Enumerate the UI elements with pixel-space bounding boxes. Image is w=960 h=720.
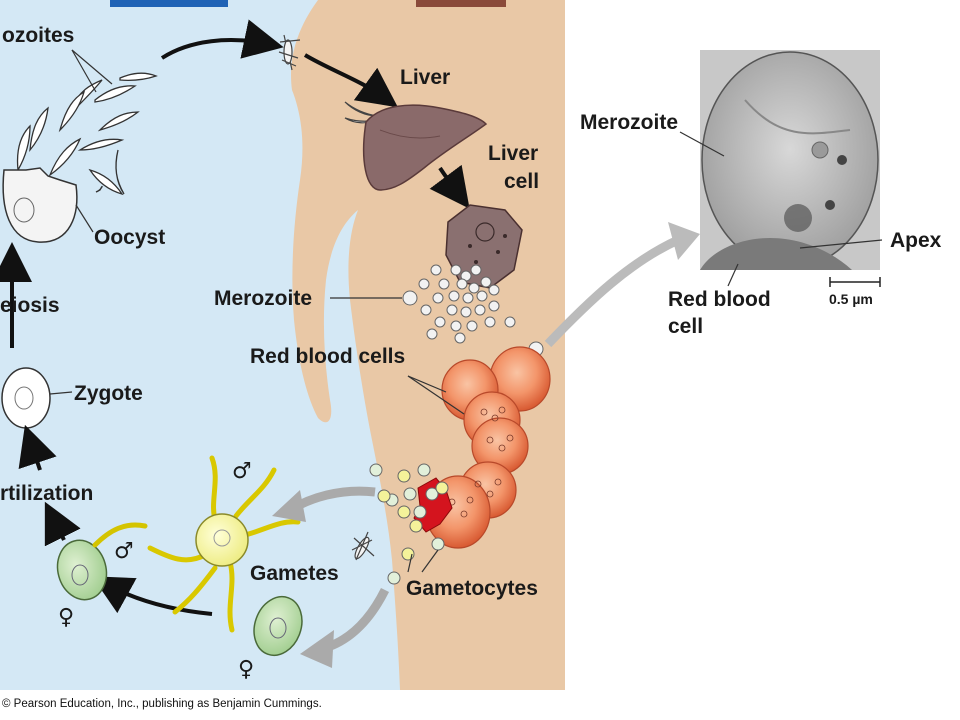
label-liver-cell-line1: Liver <box>488 142 538 165</box>
label-apex: Apex <box>890 229 942 252</box>
micrograph-organelle-5 <box>784 204 812 232</box>
label-sporozoites: ozoites <box>2 24 74 47</box>
micro-merozoite-leader <box>679 131 725 157</box>
copyright-notice: © Pearson Education, Inc., publishing as… <box>2 698 322 710</box>
gray-arrowhead-female <box>300 630 334 668</box>
micrograph-organelle-2 <box>811 141 829 159</box>
arrow-male-gamete-to-female <box>91 576 213 616</box>
label-fertilization: rtilization <box>0 482 93 505</box>
label-red-blood-cell-line1: Red blood <box>668 288 771 311</box>
gametocytes-leader-2 <box>421 549 439 573</box>
label-zygote: Zygote <box>74 382 143 405</box>
mosquito-bottom-icon <box>351 531 375 561</box>
top-bar-blue <box>110 0 228 7</box>
scale-bar-line <box>829 277 881 287</box>
gametocytes-group <box>369 463 449 585</box>
label-red-blood-cell-line2: cell <box>668 315 703 338</box>
label-merozoite: Merozoite <box>214 287 312 310</box>
oocyst <box>2 167 94 243</box>
red-blood-cells <box>425 346 551 549</box>
micro-rbc-leader <box>727 263 739 287</box>
male-symbol-left: ♂ <box>114 539 134 564</box>
arrow-mosquito-to-liver <box>303 53 398 108</box>
liver-organ <box>362 104 488 191</box>
mosquito-top-icon <box>278 34 301 71</box>
male-gamete-body <box>195 513 249 567</box>
gametocytes-leader-1 <box>407 553 413 573</box>
sporozoites-cluster <box>16 72 158 196</box>
gray-arrowhead-gametes <box>272 490 306 522</box>
gray-arrowhead-micrograph <box>668 222 700 260</box>
arrow-liver-to-cell <box>429 164 470 209</box>
merozoites-released <box>402 264 516 344</box>
male-gamete-nucleus <box>213 529 231 547</box>
label-gametes: Gametes <box>250 562 339 585</box>
rbc-leader-2 <box>407 375 465 415</box>
gray-arrow-merozoite-to-micrograph <box>544 235 680 348</box>
sporozoites-leader-2 <box>71 49 113 85</box>
label-micro-merozoite: Merozoite <box>580 111 678 134</box>
female-gamete-left <box>56 522 148 601</box>
arrow-fertilization-to-zygote <box>18 424 57 471</box>
label-gametocytes: Gametocytes <box>406 577 538 600</box>
female-gamete-bottom <box>253 595 303 657</box>
micro-apex-leader <box>799 239 883 249</box>
label-red-blood-cells: Red blood cells <box>250 345 405 368</box>
micrograph-red-blood-cell <box>700 238 852 270</box>
micrograph-organelle-4 <box>825 200 835 210</box>
label-oocyst: Oocyst <box>94 226 165 249</box>
label-liver: Liver <box>400 66 450 89</box>
label-meiosis: eiosis <box>0 294 60 317</box>
zygote <box>1 367 73 429</box>
micrograph-merozoite <box>701 51 879 269</box>
micrograph-organelle-1 <box>744 99 851 135</box>
top-bar-brown <box>416 0 506 7</box>
male-symbol-top: ♂ <box>232 459 252 484</box>
female-symbol-left: ♀ <box>58 605 74 630</box>
sporozoites-leader-1 <box>71 49 97 93</box>
liver-shading <box>379 129 441 139</box>
male-gametocyte-exflagellating <box>147 455 301 633</box>
arrow-gametes-to-fertilization <box>44 501 81 547</box>
label-liver-cell-line2: cell <box>504 170 539 193</box>
arrow-sporozoites-to-mosquito <box>160 19 284 60</box>
rbc-leader-1 <box>407 375 447 393</box>
female-symbol-bottom: ♀ <box>238 657 254 682</box>
label-scale-bar: 0.5 µm <box>829 291 873 307</box>
micrograph-organelle-3 <box>837 155 847 165</box>
liver-cell <box>445 204 523 289</box>
